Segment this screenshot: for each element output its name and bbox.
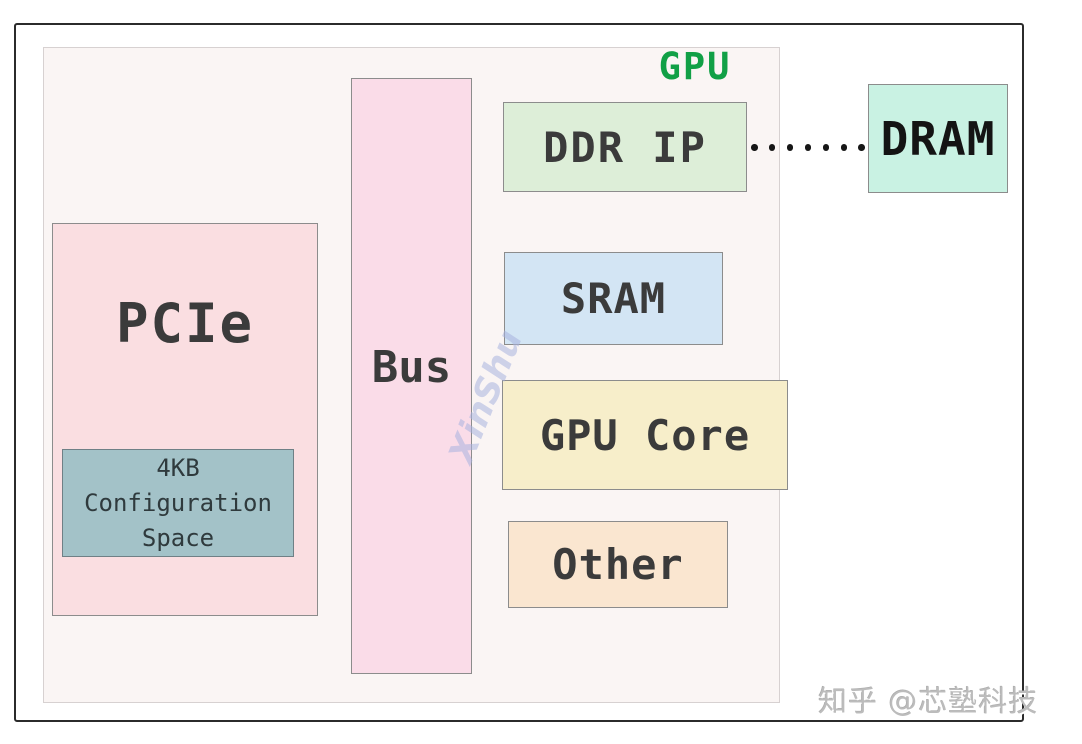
sram-label: SRAM: [560, 274, 667, 323]
config-space-line-1: 4KB: [156, 453, 200, 482]
block-gpu-core: GPU Core: [502, 380, 788, 490]
pcie-label: PCIe: [115, 292, 255, 355]
ddr-dram-dotted-connector: [751, 144, 865, 151]
config-space-line-3: Space: [141, 523, 215, 552]
ddr-ip-label: DDR IP: [543, 122, 707, 172]
gpu-label: GPU: [658, 45, 732, 88]
block-ddr-ip: DDR IP: [503, 102, 747, 192]
config-space-line-2: Configuration: [84, 488, 272, 517]
block-bus: Bus: [351, 78, 472, 674]
block-dram: DRAM: [868, 84, 1008, 193]
watermark-zhihu-credit: 知乎 @芯塾科技: [818, 684, 1039, 718]
gpu-core-label: GPU Core: [539, 410, 751, 460]
block-config-space: 4KB Configuration Space: [62, 449, 294, 557]
outer-frame: [14, 23, 1024, 722]
bus-label: Bus: [371, 342, 452, 393]
other-label: Other: [552, 540, 684, 589]
block-other: Other: [508, 521, 728, 608]
block-sram: SRAM: [504, 252, 723, 345]
dram-label: DRAM: [880, 111, 996, 166]
block-pcie: PCIe: [52, 223, 318, 616]
